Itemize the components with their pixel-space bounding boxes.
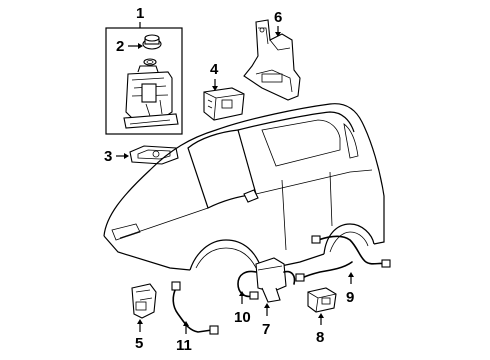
part-3-pad xyxy=(129,145,179,165)
callout-11: 11 xyxy=(176,321,192,354)
part-8-module xyxy=(307,287,337,313)
callout-2: 2 xyxy=(116,38,143,55)
callout-5: 5 xyxy=(135,319,143,352)
callout-6: 6 xyxy=(274,9,282,37)
svg-text:6: 6 xyxy=(274,9,282,26)
callout-3: 3 xyxy=(104,148,129,165)
callout-7: 7 xyxy=(262,303,270,338)
part-11-harness xyxy=(171,281,219,335)
svg-text:1: 1 xyxy=(136,5,144,22)
part-1-frame xyxy=(105,27,183,135)
svg-text:3: 3 xyxy=(104,148,112,165)
part-4-module xyxy=(203,87,245,121)
part-7-sensor xyxy=(237,257,296,303)
part-9-harness xyxy=(295,235,391,282)
callout-10: 10 xyxy=(234,291,251,326)
svg-text:7: 7 xyxy=(262,321,270,338)
svg-text:2: 2 xyxy=(116,38,124,55)
callout-4: 4 xyxy=(210,61,219,91)
callout-8: 8 xyxy=(316,313,324,346)
callout-9: 9 xyxy=(346,272,354,306)
part-5-sensor xyxy=(131,283,157,319)
vehicle-outline xyxy=(103,103,385,271)
svg-text:10: 10 xyxy=(234,309,251,326)
svg-text:8: 8 xyxy=(316,329,324,346)
svg-text:4: 4 xyxy=(210,61,219,78)
part-6-bracket xyxy=(243,19,301,101)
callout-1: 1 xyxy=(136,5,144,28)
part-2-sensor xyxy=(142,34,162,66)
svg-text:5: 5 xyxy=(135,335,143,352)
svg-text:11: 11 xyxy=(176,337,192,354)
part-1-assembly xyxy=(123,65,179,129)
svg-text:9: 9 xyxy=(346,289,354,306)
